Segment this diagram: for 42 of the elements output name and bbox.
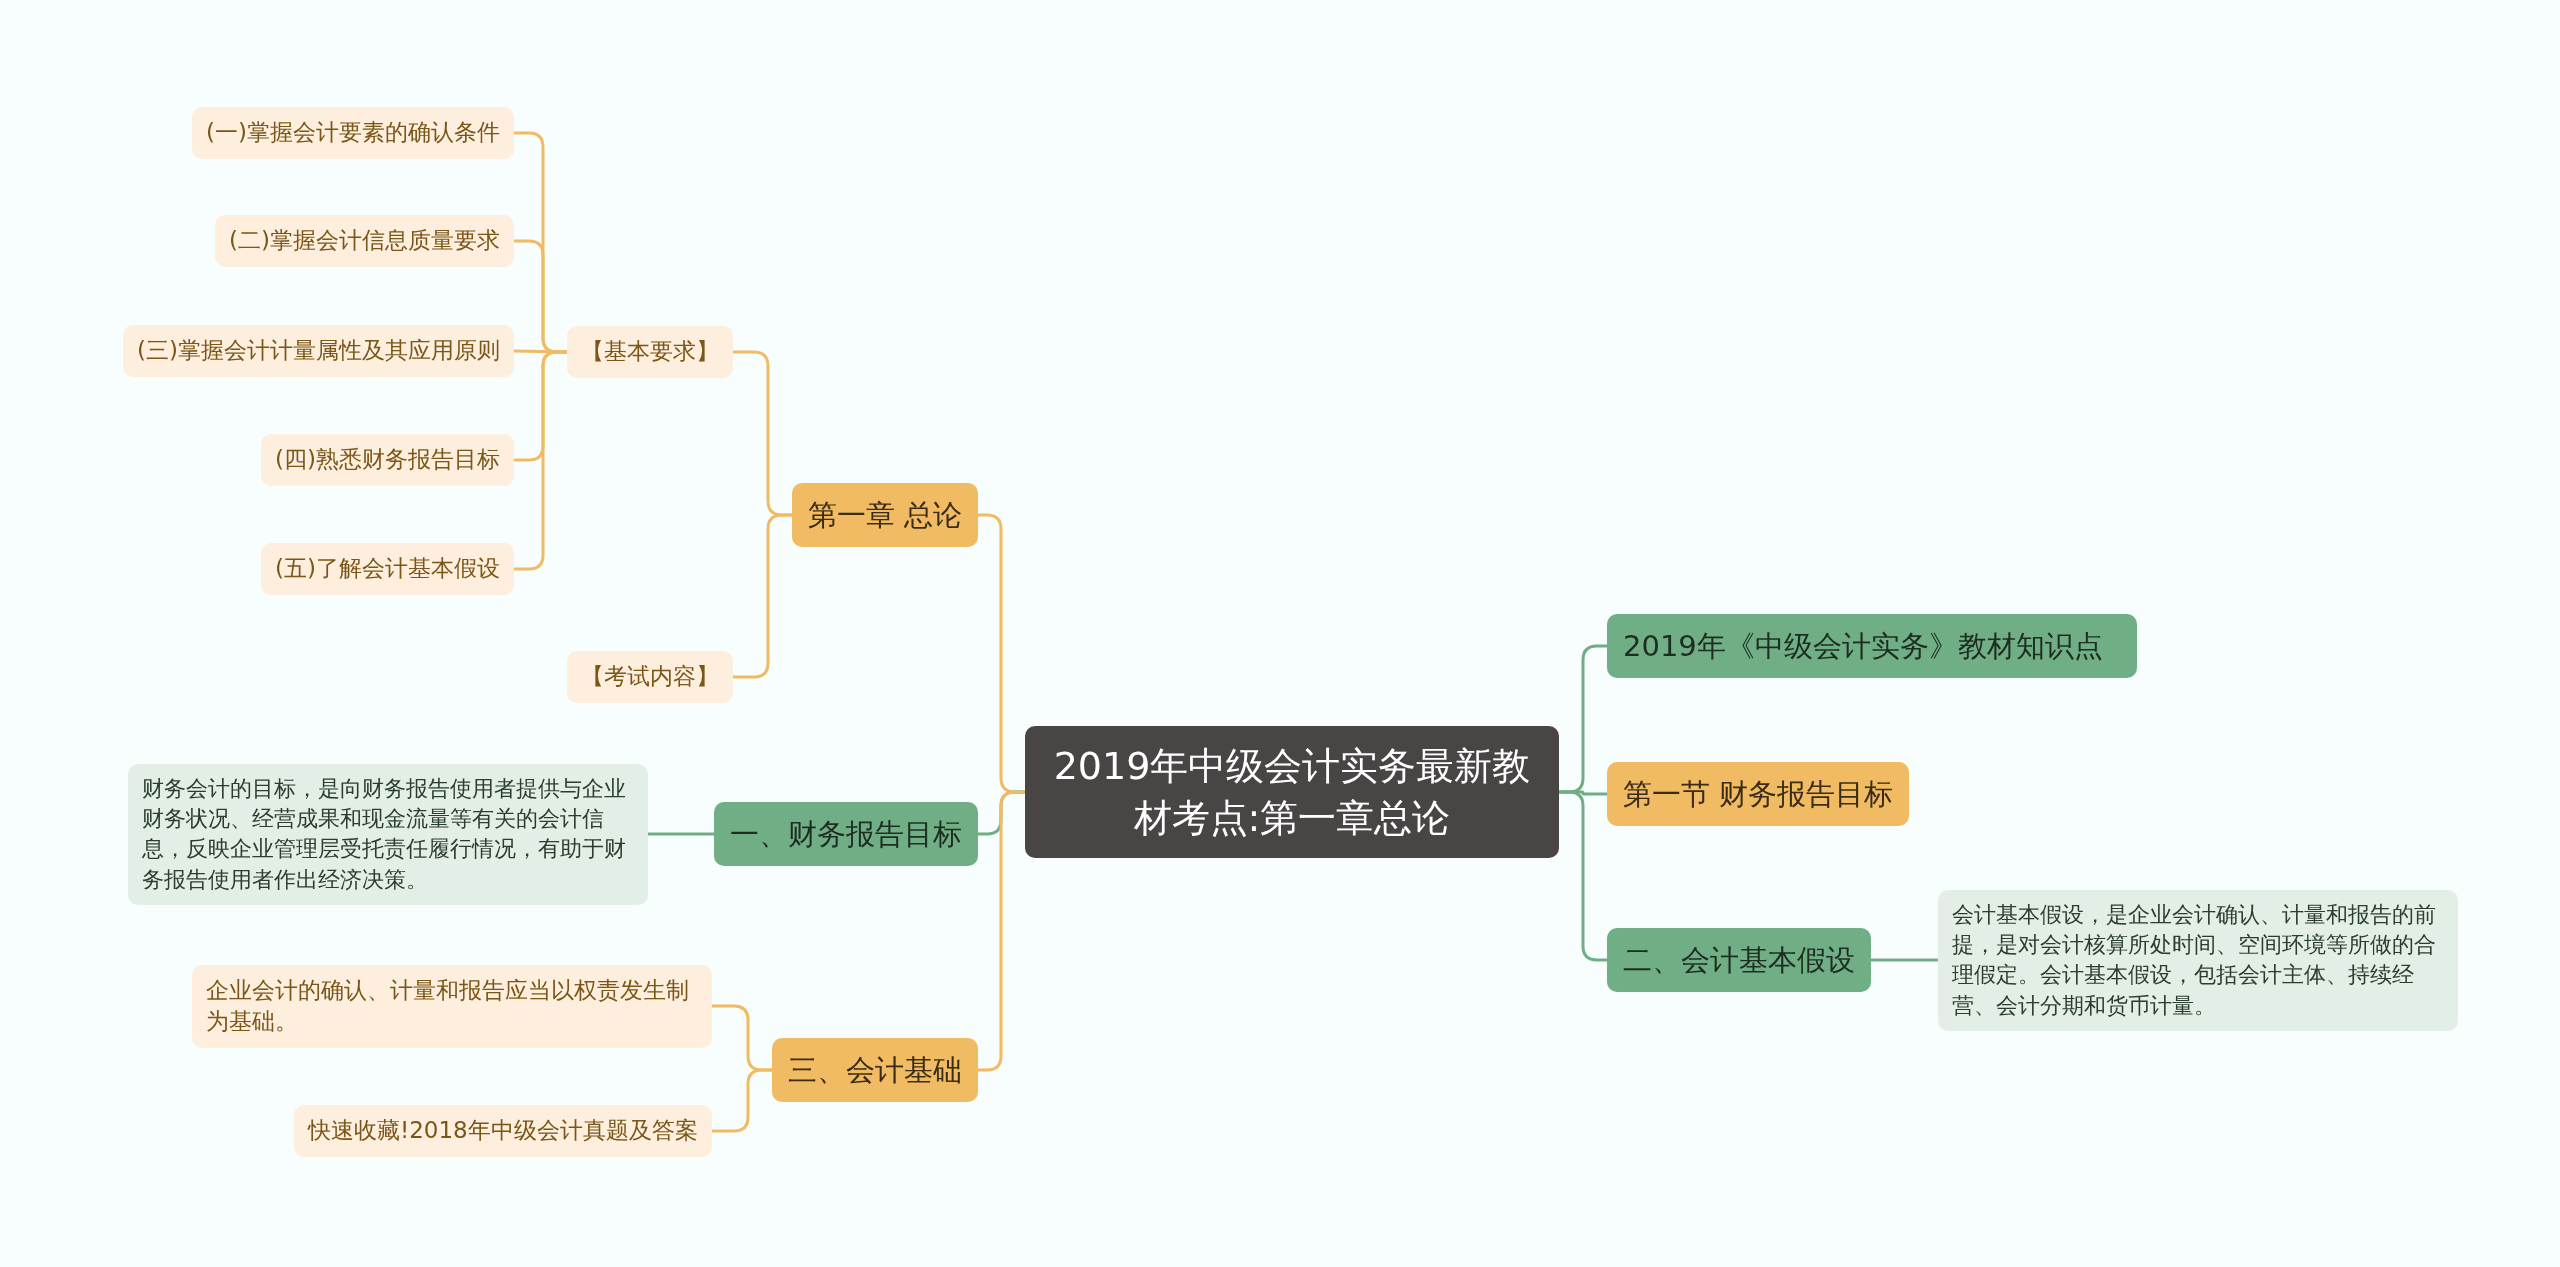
topic-text: 第一章 总论 xyxy=(808,497,963,534)
subtopic-box xyxy=(192,964,712,1048)
topic-text: 第一节 财务报告目标 xyxy=(1623,776,1894,813)
connector-line xyxy=(978,790,1025,1072)
subtopic-box xyxy=(123,325,514,377)
subtopic-text: (三)掌握会计计量属性及其应用原则 xyxy=(137,336,500,365)
topic-box xyxy=(792,483,979,547)
central-topic-box xyxy=(1025,725,1559,859)
connector-line xyxy=(648,832,714,836)
topic-box xyxy=(1607,928,1871,992)
subtopic-text: 【基本要求】 xyxy=(581,337,719,366)
subtopic-box xyxy=(567,651,733,703)
note-text: 会计基本假设，是企业会计确认、计量和报告的前提，是对会计核算所处时间、空间环境等所做的合理假定。会计基本假设，包括会计主体、持续经营、会计分期和货币计量。 xyxy=(1952,900,2437,1020)
subtopic-text: (二)掌握会计信息质量要求 xyxy=(229,226,500,255)
topic-box xyxy=(1607,614,2137,678)
subtopic-text: (五)了解会计基本假设 xyxy=(275,554,500,583)
subtopic-text: (一)掌握会计要素的确认条件 xyxy=(206,118,500,147)
subtopic-text: (四)熟悉财务报告目标 xyxy=(275,445,500,474)
subtopic-text: 快速收藏!2018年中级会计真题及答案 xyxy=(308,1116,698,1145)
note-box xyxy=(128,763,648,905)
topic-box xyxy=(772,1038,978,1102)
connector-line xyxy=(1871,958,1938,962)
subtopic-text: 企业会计的确认、计量和报告应当以权责发生制为基础。 xyxy=(206,975,690,1037)
topic-text: 2019年《中级会计实务》教材知识点 xyxy=(1623,628,2103,665)
subtopic-box xyxy=(294,1105,712,1157)
connector-line xyxy=(1559,790,1607,962)
topic-box xyxy=(1607,762,1910,826)
subtopic-box xyxy=(215,215,514,267)
note-box xyxy=(1938,889,2458,1031)
subtopic-box xyxy=(261,434,514,486)
topic-text: 三、会计基础 xyxy=(788,1052,962,1089)
subtopic-box xyxy=(567,326,733,378)
subtopic-box xyxy=(261,543,514,595)
topic-box xyxy=(714,802,978,866)
subtopic-box xyxy=(192,107,514,159)
connector-line xyxy=(712,1068,772,1133)
connector-line xyxy=(733,513,792,679)
note-text: 财务会计的目标，是向财务报告使用者提供与企业财务状况、经营成果和现金流量等有关的会计信息，反映企业管理层受托责任履行情况，有助于财务报告使用者作出经济决策。 xyxy=(142,774,627,894)
central-topic-text: 2019年中级会计实务最新教材考点:第一章总论 xyxy=(1052,742,1532,842)
subtopic-text: 【考试内容】 xyxy=(581,662,719,691)
topic-text: 一、财务报告目标 xyxy=(730,816,962,853)
topic-text: 二、会计基本假设 xyxy=(1623,942,1855,979)
